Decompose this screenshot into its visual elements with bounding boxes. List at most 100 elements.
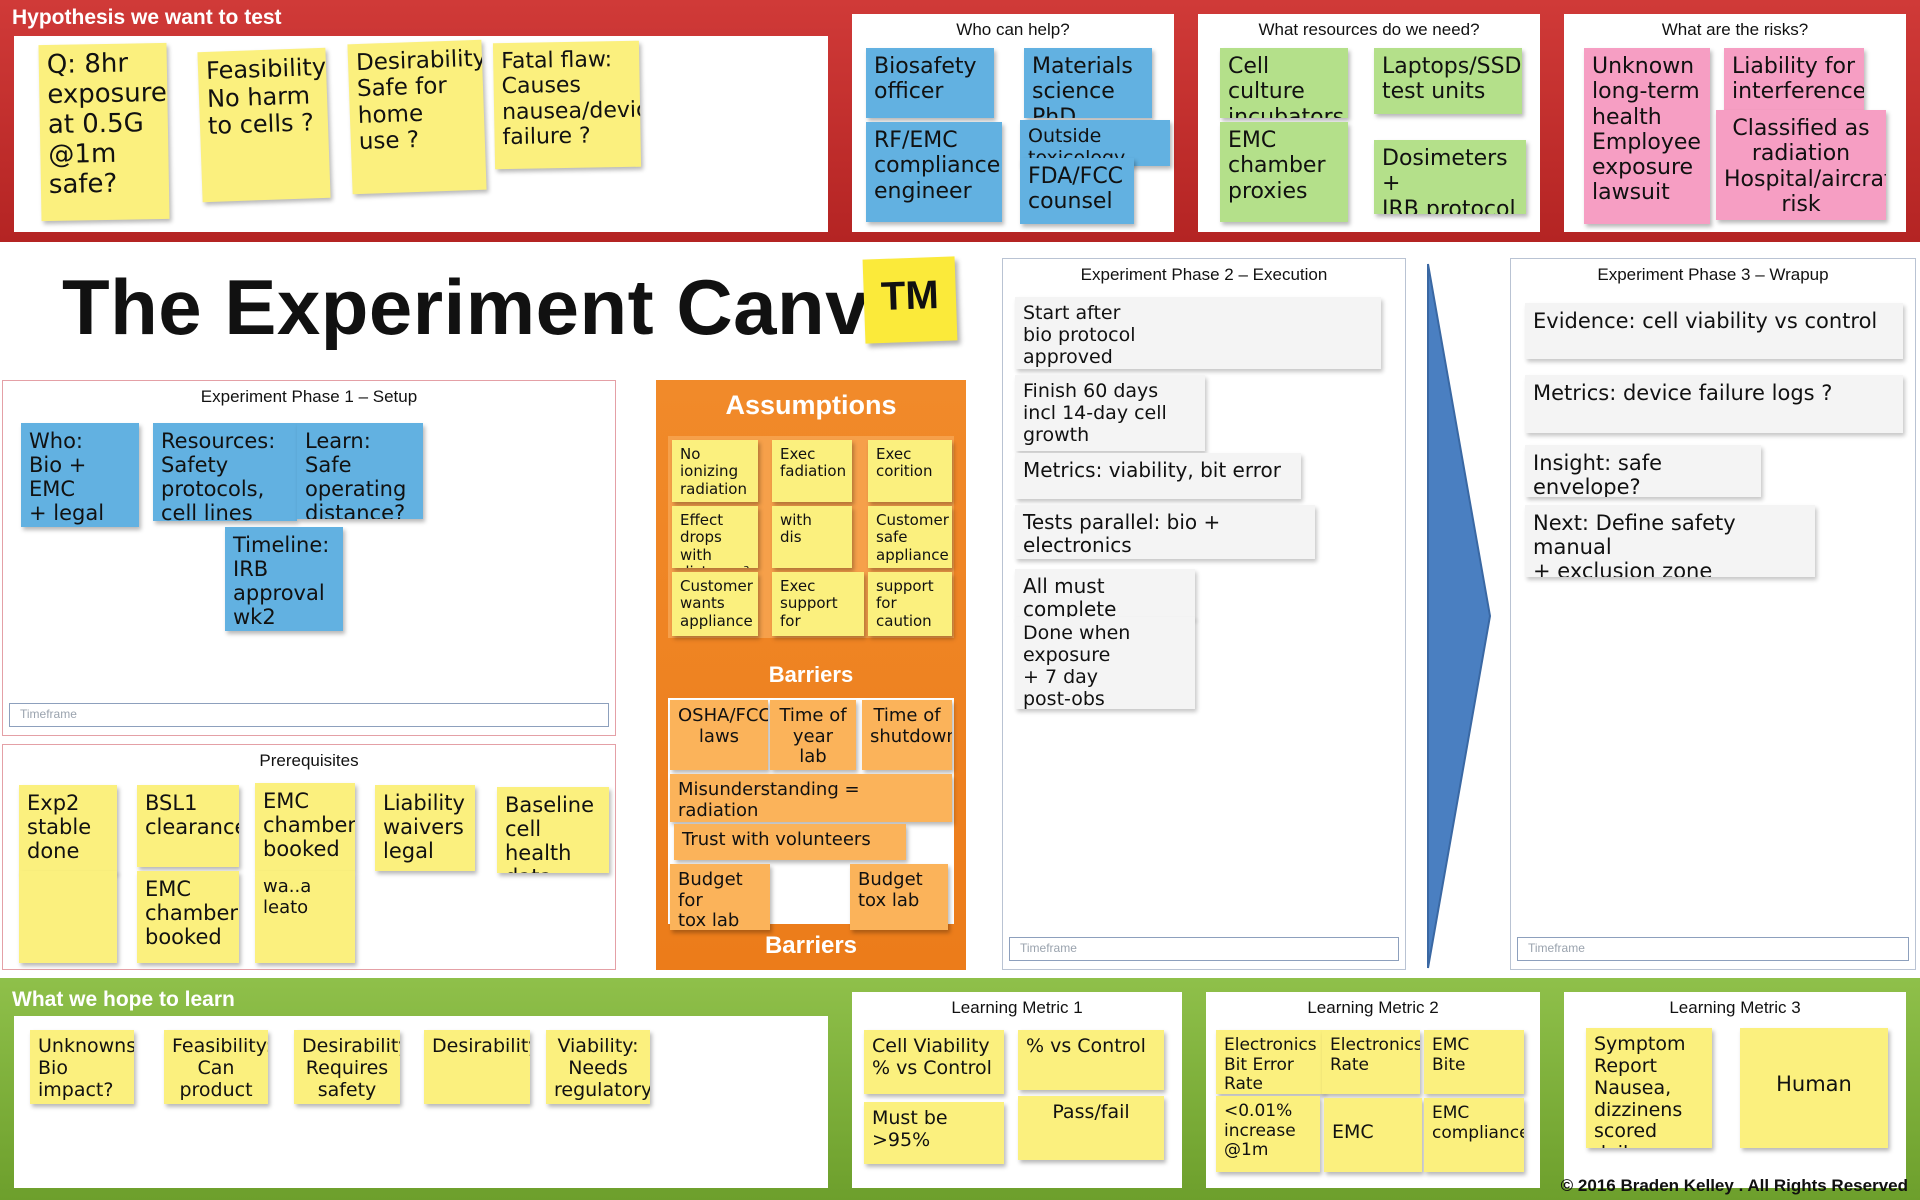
metric1-panel: Learning Metric 1 Cell Viability % vs Co… [852, 992, 1182, 1188]
sticky-note[interactable]: Time of year lab [770, 700, 856, 770]
trademark-note: TM [862, 256, 958, 344]
sticky-note[interactable]: Who: Bio + EMC + legal [21, 423, 139, 527]
risks-panel: What are the risks? Unknown long-term he… [1564, 14, 1906, 232]
sticky-note[interactable]: Time of shutdown [862, 700, 952, 770]
sticky-note[interactable]: Exec fadiation [772, 440, 852, 502]
sticky-note[interactable]: Cell culture incubators [1220, 48, 1348, 118]
sticky-note[interactable]: FDA/FCC counsel [1020, 158, 1134, 224]
timeframe-field[interactable]: Timeframe [1009, 937, 1399, 961]
sticky-note[interactable]: Liability waivers legal [375, 785, 475, 871]
sticky-note[interactable]: Effect drops with distance² [672, 506, 758, 568]
sticky-note[interactable]: Unknown long-term health Employee exposu… [1584, 48, 1710, 224]
sticky-note[interactable]: Fatal flaw: Causes nausea/device failure… [492, 40, 642, 170]
phase1-panel: Experiment Phase 1 – Setup Who: Bio + EM… [2, 380, 616, 736]
sticky-note[interactable]: EMC [1324, 1098, 1422, 1172]
flow-arrow-icon [1427, 263, 1492, 969]
sticky-note[interactable]: Biosafety officer [866, 48, 994, 118]
card[interactable]: Evidence: cell viability vs control [1525, 303, 1903, 359]
sticky-note[interactable]: Budget for tox lab [670, 864, 770, 930]
barriers-footer: Barriers [764, 932, 858, 959]
sticky-note[interactable]: Classified as radiation Hospital/aircraf… [1716, 110, 1886, 220]
copyright-text: © 2016 Braden Kelley . All Rights Reserv… [1560, 1176, 1908, 1195]
sticky-note[interactable]: Exec support for [772, 572, 864, 636]
panel-title: Experiment Phase 2 – Execution [1080, 265, 1328, 284]
assumptions-barriers-panel: Assumptions No ionizing radiation Exec f… [656, 380, 966, 970]
panel-title: Learning Metric 2 [1307, 998, 1439, 1017]
sticky-note[interactable]: BSL1 clearance [137, 785, 239, 867]
sticky-note[interactable]: <0.01% increase @1m [1216, 1096, 1320, 1172]
panel-title: Learning Metric 3 [1669, 998, 1801, 1017]
card[interactable]: Insight: safe envelope? [1525, 445, 1761, 497]
sticky-note[interactable]: Learn: Safe operating distance? [297, 423, 423, 519]
sticky-note[interactable]: EMC Bite [1424, 1030, 1524, 1094]
sticky-note[interactable]: Customer wants appliance [672, 572, 758, 636]
sticky-note[interactable]: Desirability: [424, 1030, 530, 1104]
panel-title: Who can help? [956, 20, 1070, 39]
sticky-note[interactable]: Unknowns: Bio impact? [30, 1030, 134, 1104]
sticky-note[interactable]: Symptom Report Nausea, dizzinens scored … [1586, 1028, 1712, 1148]
sticky-note[interactable]: Electronics Bit Error Rate [1216, 1030, 1324, 1094]
learn-title: What we hope to learn [12, 988, 235, 1011]
sticky-note[interactable]: Materials science PhD [1024, 48, 1152, 118]
sticky-note[interactable]: RF/EMC compliance engineer [866, 122, 1002, 222]
card[interactable]: Metrics: device failure logs ? [1525, 375, 1903, 433]
sticky-note[interactable] [19, 871, 117, 963]
card[interactable]: Start after bio protocol approved [1015, 297, 1381, 369]
sticky-note[interactable]: Electronics Rate [1322, 1030, 1420, 1094]
card[interactable]: Done when exposure + 7 day post-obs [1015, 617, 1195, 709]
card[interactable]: All must complete [1015, 569, 1195, 619]
sticky-note[interactable]: EMC chamber proxies [1220, 122, 1348, 222]
canvas-title: The Experiment Canvas [62, 263, 957, 351]
sticky-note[interactable]: No ionizing radiation [672, 440, 758, 502]
card[interactable]: Next: Define safety manual + exclusion z… [1525, 505, 1815, 577]
panel-title: Experiment Phase 3 – Wrapup [1597, 265, 1829, 284]
sticky-note[interactable]: Trust with volunteers [674, 824, 906, 860]
panel-title: Prerequisites [259, 751, 359, 770]
panel-title: What resources do we need? [1258, 20, 1480, 39]
assumptions-title: Assumptions [725, 390, 897, 420]
sticky-note[interactable]: EMC chamber booked [137, 871, 239, 963]
sticky-note[interactable]: Budget tox lab [850, 864, 948, 930]
sticky-note[interactable]: with dis [772, 506, 852, 568]
sticky-note[interactable]: wa..a leato [255, 871, 355, 963]
sticky-note[interactable]: support for caution [868, 572, 952, 636]
sticky-note[interactable]: Feasibility: No harm to cells ? [197, 47, 331, 203]
resources-panel: What resources do we need? Cell culture … [1198, 14, 1540, 232]
sticky-note[interactable]: Dosimeters + IRB protocol [1374, 140, 1526, 214]
sticky-note[interactable]: EMC compliance [1424, 1098, 1524, 1172]
metric2-panel: Learning Metric 2 Electronics Bit Error … [1206, 992, 1540, 1188]
sticky-note[interactable]: Timeline: IRB approval wk2 [225, 527, 343, 631]
prerequisites-panel: Prerequisites Exp2 stable done BSL1 clea… [2, 744, 616, 970]
sticky-note[interactable]: % vs Control [1018, 1030, 1164, 1090]
timeframe-field[interactable]: Timeframe [1517, 937, 1909, 961]
sticky-note[interactable]: Q: 8hr exposure at 0.5G @1m safe? [38, 42, 170, 222]
timeframe-field[interactable]: Timeframe [9, 703, 609, 727]
sticky-note[interactable]: OSHA/FCC laws [670, 700, 768, 770]
hypothesis-title: Hypothesis we want to test [12, 6, 282, 29]
sticky-note[interactable]: Pass/fail [1018, 1096, 1164, 1160]
sticky-note[interactable]: Must be >95% [864, 1102, 1004, 1164]
card[interactable]: Finish 60 days incl 14-day cell growth [1015, 375, 1205, 451]
sticky-note[interactable]: Desirability: Safe for home use ? [347, 39, 487, 195]
sticky-note[interactable]: Cell Viability % vs Control [864, 1030, 1004, 1094]
sticky-note[interactable]: Misunderstanding = radiation fear [670, 774, 952, 822]
sticky-note[interactable]: Resources: Safety protocols, cell lines [153, 423, 297, 521]
sticky-note[interactable]: Viability: Needs regulatory [546, 1030, 650, 1104]
sticky-note[interactable]: Exp2 stable done [19, 785, 117, 873]
panel-title: Learning Metric 1 [951, 998, 1083, 1017]
sticky-note[interactable]: Laptops/SSDs test units [1374, 48, 1522, 114]
sticky-note[interactable]: Exec corition [868, 440, 952, 502]
sticky-note[interactable]: Feasibility: Can product be safe? [164, 1030, 268, 1104]
sticky-note[interactable]: Baseline cell health data [497, 787, 609, 873]
sticky-note[interactable]: Desirability: Requires safety [294, 1030, 400, 1104]
sticky-note[interactable]: Liability for interference [1724, 48, 1864, 120]
panel-title: Experiment Phase 1 – Setup [200, 387, 418, 406]
barriers-title: Barriers [768, 662, 854, 687]
card[interactable]: Tests parallel: bio + electronics [1015, 505, 1315, 559]
metric3-panel: Learning Metric 3 Symptom Report Nausea,… [1564, 992, 1906, 1188]
sticky-note[interactable]: Customer safe appliance [868, 506, 952, 568]
sticky-note[interactable]: EMC chamber booked [255, 783, 355, 871]
card[interactable]: Metrics: viability, bit error [1015, 453, 1301, 499]
who-can-help-panel: Who can help? Biosafety officer Material… [852, 14, 1174, 232]
sticky-note[interactable]: Human factor [1740, 1028, 1888, 1148]
